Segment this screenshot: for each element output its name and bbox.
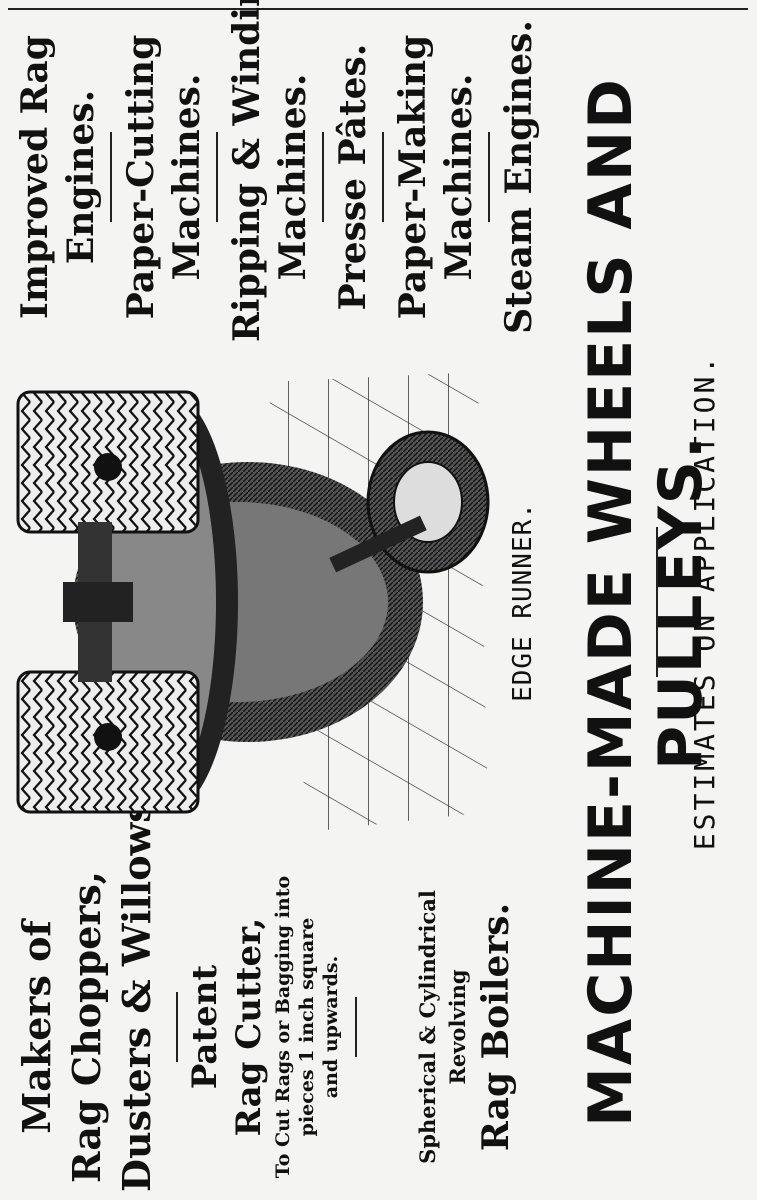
product-line: Paper-Cutting [120, 34, 162, 320]
boiler-desc-line: Spherical & Cylindrical [415, 890, 440, 1164]
footer-estimates: ESTIMATES ON APPLICATION. [688, 353, 721, 851]
patent-desc-line: pieces 1 inch square [296, 917, 318, 1137]
product-line: Paper-Making [392, 34, 434, 320]
makers-block: Makers of Rag Choppers, Dusters & Willow… [12, 788, 184, 1192]
makers-line: Dusters & Willows. [114, 788, 159, 1192]
product-line: Machines. [272, 73, 314, 281]
product-line: Machines. [166, 73, 208, 281]
makers-line: Makers of [14, 920, 59, 1134]
product-line: Machines. [438, 73, 480, 281]
product-line: Engines. [60, 89, 102, 265]
divider-rule [176, 992, 178, 1062]
patent-title-line: Rag Cutter, [229, 917, 269, 1137]
products-list: Improved Rag Engines. Paper-Cutting Mach… [12, 0, 542, 342]
product-line: Presse Pâtes. [332, 43, 374, 311]
boiler-title: Rag Boilers. [475, 902, 517, 1152]
divider-rule [382, 132, 384, 222]
divider-rule [355, 997, 357, 1057]
patent-title-line: Patent [185, 964, 225, 1090]
rag-boilers-block: Spherical & Cylindrical Revolving Rag Bo… [413, 862, 519, 1192]
product-line: Steam Engines. [498, 20, 540, 334]
edge-runner-machine-icon [8, 352, 498, 852]
boiler-desc-line: Revolving [445, 969, 470, 1085]
makers-line: Rag Choppers, [64, 870, 109, 1184]
illustration-caption: EDGE RUNNER. [508, 502, 538, 702]
patent-desc-line: To Cut Rags or Bagging into [272, 875, 294, 1179]
product-line: Improved Rag [14, 35, 56, 319]
top-border-rule [8, 8, 748, 10]
divider-rule [322, 132, 324, 222]
patent-desc-line: and upwards. [320, 955, 342, 1099]
rotated-advert: Makers of Rag Choppers, Dusters & Willow… [8, 0, 748, 1192]
divider-rule [110, 132, 112, 222]
patent-rag-cutter-block: Patent Rag Cutter, To Cut Rags or Baggin… [183, 862, 363, 1192]
divider-rule [656, 527, 658, 677]
divider-rule [488, 132, 490, 222]
divider-rule [216, 132, 218, 222]
product-line: Ripping & Winding [226, 0, 268, 342]
